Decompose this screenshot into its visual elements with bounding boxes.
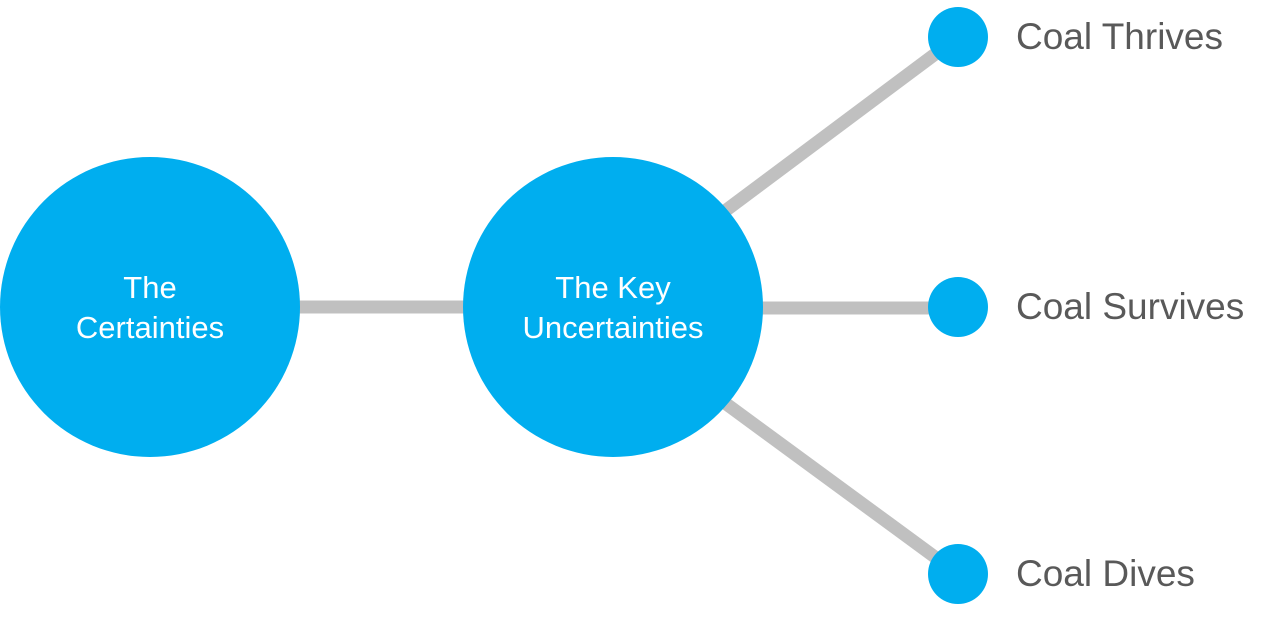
outcome-coal-dives-label: Coal Dives [1016, 553, 1195, 594]
node-certainties: The Certainties [0, 157, 300, 457]
connector-to-coal-dives [721, 397, 962, 580]
outcome-coal-thrives: Coal Thrives [928, 7, 1223, 67]
node-certainties-circle [0, 157, 300, 457]
node-key-uncertainties-circle [463, 157, 763, 457]
node-key-uncertainties: The Key Uncertainties [463, 157, 763, 457]
node-certainties-label-line2: Certainties [76, 310, 224, 345]
outcome-coal-dives: Coal Dives [928, 544, 1195, 604]
node-key-uncertainties-label-line1: The Key [555, 270, 671, 305]
node-key-uncertainties-label-line2: Uncertainties [523, 310, 704, 345]
outcome-coal-survives: Coal Survives [928, 277, 1244, 337]
outcome-coal-survives-dot [928, 277, 988, 337]
outcome-coal-dives-dot [928, 544, 988, 604]
node-certainties-label-line1: The [123, 270, 176, 305]
outcome-coal-thrives-label: Coal Thrives [1016, 16, 1223, 57]
connector-to-coal-thrives [721, 31, 962, 217]
outcome-coal-thrives-dot [928, 7, 988, 67]
outcome-coal-survives-label: Coal Survives [1016, 286, 1244, 327]
